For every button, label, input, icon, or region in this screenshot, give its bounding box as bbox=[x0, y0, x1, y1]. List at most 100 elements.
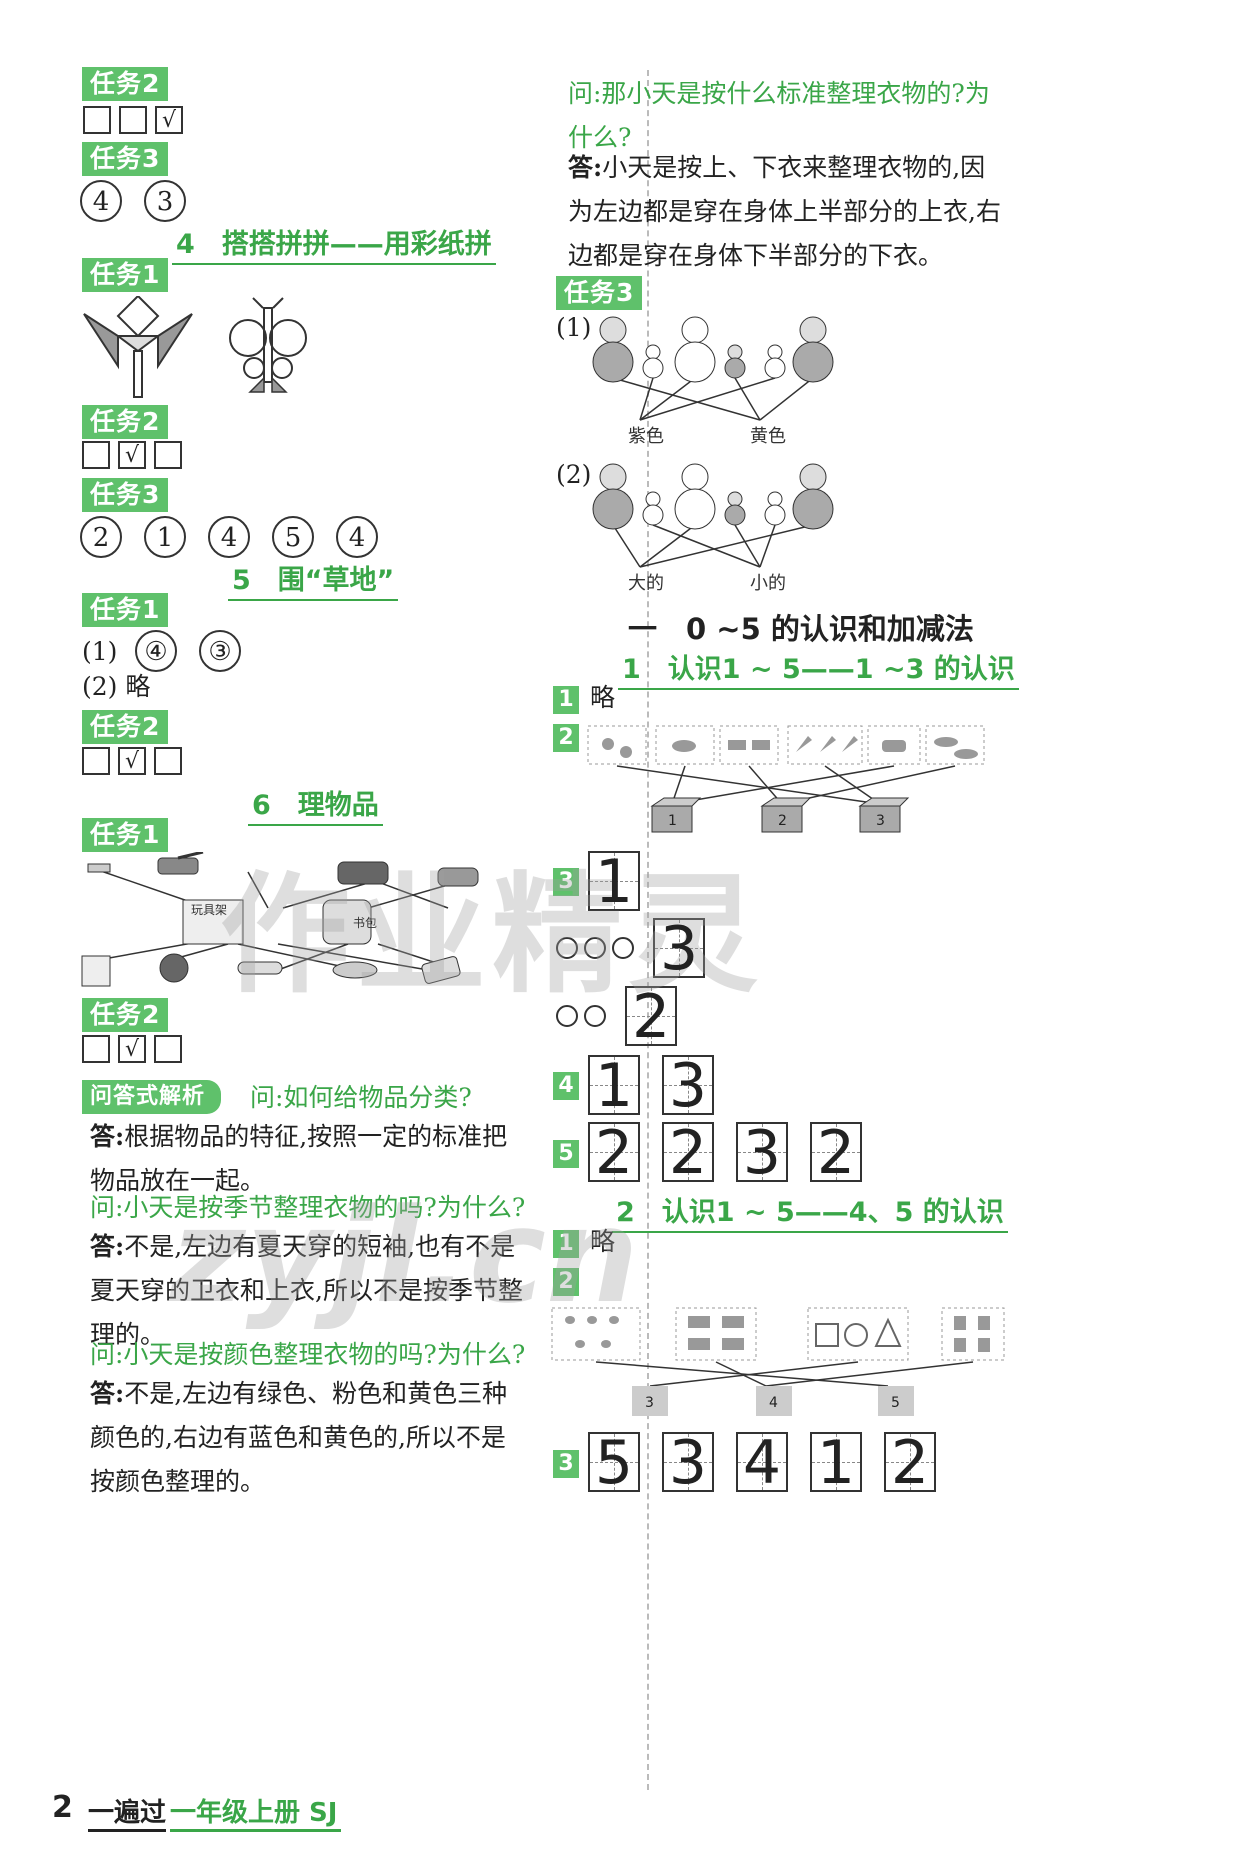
question-text: 问:如何给物品分类? bbox=[250, 1083, 472, 1112]
question-text: 问:小天是按季节整理衣物的吗?为什么? bbox=[90, 1193, 526, 1222]
answer-prefix: 答: bbox=[90, 1232, 125, 1261]
task-label: 任务1 bbox=[82, 818, 169, 852]
snowman-icon bbox=[674, 316, 716, 383]
answer-paragraph: 答:不是,左边有绿色、粉色和黄色三种颜色的,右边有蓝色和黄色的,所以不是按颜色整… bbox=[90, 1372, 530, 1504]
grade-label: 一年级上册 SJ bbox=[170, 1792, 342, 1832]
snowman-icon bbox=[592, 463, 634, 530]
answer-boxes: √ bbox=[82, 747, 190, 775]
answer-line: (2) 略 bbox=[82, 672, 151, 701]
digit-box: 3 bbox=[653, 914, 706, 984]
center-triangle-shape bbox=[115, 335, 161, 353]
digit-box: 2 bbox=[588, 1118, 640, 1188]
item-number: (2) bbox=[556, 460, 592, 489]
task-label: 任务2 bbox=[82, 998, 169, 1032]
task-label: 任务1 bbox=[82, 593, 169, 627]
digit-box: 1 bbox=[588, 847, 640, 917]
circle-answer: 4 bbox=[208, 516, 250, 558]
group-label: 紫色 bbox=[628, 426, 664, 447]
digit-box: 3 bbox=[662, 1428, 714, 1498]
brand-name: 一遍过 bbox=[88, 1792, 167, 1832]
answer-box bbox=[154, 1035, 182, 1063]
answer-boxes: √ bbox=[82, 1035, 190, 1063]
item-index: 3 bbox=[553, 1450, 579, 1478]
numbered-box-icon bbox=[650, 797, 702, 833]
pencil-case-icon bbox=[437, 867, 479, 887]
dot-count-row: 3 bbox=[556, 914, 727, 984]
circle-answer: 4 bbox=[80, 180, 122, 222]
airplane-icon bbox=[934, 737, 958, 747]
answer-box: √ bbox=[155, 106, 183, 134]
task-label: 任务3 bbox=[82, 478, 169, 512]
digit-box: 2 bbox=[662, 1118, 714, 1188]
number-card bbox=[756, 1386, 792, 1416]
school-bag-icon bbox=[322, 899, 372, 945]
snowman-icon bbox=[764, 344, 786, 379]
circle-answer: 5 bbox=[272, 516, 314, 558]
answer-box: √ bbox=[118, 441, 146, 469]
snowman-icon bbox=[674, 463, 716, 530]
item-number: (1) bbox=[556, 313, 592, 342]
answer-box bbox=[119, 106, 147, 134]
snowman-matching-figure-2: 大的 小的 bbox=[592, 463, 834, 594]
section-title: 1 认识1 ~ 5——1 ~3 的认识 bbox=[618, 647, 1019, 690]
flower-pot-icon bbox=[954, 1316, 990, 1352]
task-label: 任务3 bbox=[82, 142, 169, 176]
section-title: 6 理物品 bbox=[248, 783, 383, 826]
toy-shelf-icon bbox=[182, 899, 244, 945]
card-number: 5 bbox=[891, 1395, 900, 1411]
toy-box-matching-figure: 1 2 3 bbox=[587, 725, 985, 833]
item-index: 2 bbox=[553, 1268, 579, 1296]
number-card bbox=[878, 1386, 914, 1416]
group-label: 黄色 bbox=[750, 426, 786, 447]
toy-plane-icon bbox=[332, 961, 378, 979]
right-petal-shape bbox=[157, 313, 193, 370]
chapter-title: 一 0 ~5 的认识和加减法 bbox=[628, 612, 974, 646]
card-number: 3 bbox=[645, 1395, 654, 1411]
answer-prefix: 答: bbox=[90, 1379, 125, 1408]
answer-box bbox=[82, 441, 110, 469]
numbered-box-icon bbox=[858, 797, 910, 833]
numbered-box-icon bbox=[760, 797, 812, 833]
pencil-box-icon bbox=[421, 956, 461, 984]
page-number: 2 bbox=[52, 1790, 73, 1825]
answer-paragraph: 答:不是,左边有夏天穿的短袖,也有不是夏天穿的卫衣和上衣,所以不是按季节整理的。 bbox=[90, 1225, 530, 1357]
toothbrush-icon bbox=[87, 863, 111, 873]
diamond-shape bbox=[116, 296, 160, 338]
task-label: 任务2 bbox=[82, 405, 169, 439]
card-number: 4 bbox=[769, 1395, 778, 1411]
left-petal-shape bbox=[83, 313, 119, 370]
digit-box: 5 bbox=[588, 1428, 640, 1498]
answer-text: 不是,左边有夏天穿的短袖,也有不是夏天穿的卫衣和上衣,所以不是按季节整理的。 bbox=[90, 1232, 523, 1349]
item-index: 1 bbox=[553, 686, 579, 714]
item-index: 5 bbox=[553, 1140, 579, 1168]
circle-answer: ④ bbox=[135, 630, 178, 672]
digit-box: 3 bbox=[662, 1051, 714, 1121]
clock-icon bbox=[815, 1317, 902, 1347]
snowman-icon bbox=[764, 491, 786, 526]
snowman-icon bbox=[724, 344, 746, 379]
paper-shapes-figure bbox=[83, 296, 307, 398]
digit-box: 4 bbox=[736, 1428, 788, 1498]
item-index: 1 bbox=[553, 1230, 579, 1258]
answer-text: 略 bbox=[590, 1227, 616, 1256]
spoon-icon bbox=[565, 1316, 619, 1348]
answer-prefix: 答: bbox=[568, 153, 603, 182]
digit-writing-box: 1 bbox=[588, 847, 662, 917]
answer-prefix: 答: bbox=[90, 1122, 125, 1151]
snowman-icon bbox=[642, 344, 664, 379]
toy-tank-icon bbox=[602, 738, 614, 750]
bag-label: 书包 bbox=[353, 916, 377, 930]
task-label: 任务2 bbox=[82, 710, 169, 744]
answer-box: √ bbox=[118, 747, 146, 775]
column-divider bbox=[647, 70, 649, 1790]
snowman-icon bbox=[642, 491, 664, 526]
toy-plane-icon bbox=[672, 740, 696, 752]
digit-box: 3 bbox=[736, 1118, 788, 1188]
answer-box bbox=[154, 747, 182, 775]
eraser-icon bbox=[237, 961, 283, 975]
rocket-icon bbox=[796, 736, 812, 752]
